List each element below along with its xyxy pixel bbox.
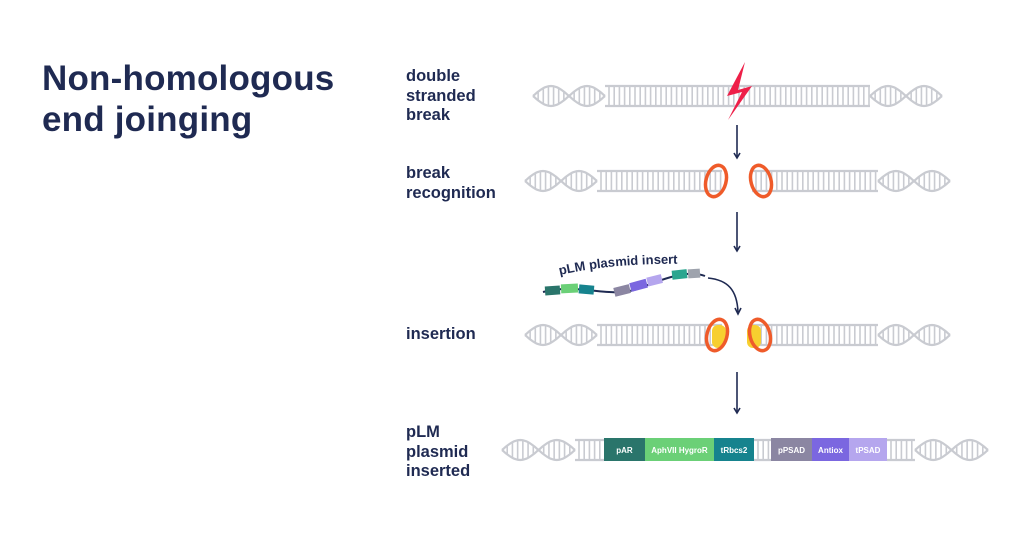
dna-row-recognition <box>524 163 951 199</box>
arrow-3 <box>733 372 741 415</box>
insert-block <box>544 285 561 296</box>
dna-row-break <box>532 62 943 120</box>
dna-strand-left <box>524 169 722 193</box>
step-label-double-stranded-break: double stranded break <box>406 67 476 124</box>
dna-row-inserted: pAR AphVII HygroR tRbcs2 pPSAD Antiox tPSAD <box>501 438 989 462</box>
segment-label: AphVII HygroR <box>651 446 708 455</box>
step-label-plasmid-inserted: pLM plasmid inserted <box>406 423 471 480</box>
step-label-insertion: insertion <box>406 325 476 343</box>
segment-label: pAR <box>616 446 633 455</box>
ku-protein-left <box>704 317 730 353</box>
plasmid-insert: pLM plasmid insert <box>542 252 742 316</box>
insert-arrow <box>707 277 739 313</box>
plasmid-segment-bar: pAR AphVII HygroR tRbcs2 pPSAD Antiox tPSAD <box>604 438 887 461</box>
dna-strand-right <box>752 323 951 347</box>
arrow-1 <box>733 125 741 160</box>
break-bolt-icon <box>727 62 752 120</box>
insert-block <box>613 284 631 297</box>
segment-trbcs2 <box>714 438 754 461</box>
segment-par <box>604 438 645 461</box>
page-title: Non-homologous end joinging <box>42 59 335 139</box>
dna-strand <box>501 438 989 462</box>
insert-block <box>629 278 648 292</box>
segment-label: tPSAD <box>856 446 881 455</box>
segment-aphvii-hygror <box>645 438 714 461</box>
step-label-break-recognition: break recognition <box>406 164 496 202</box>
insert-block <box>578 284 595 295</box>
insert-block <box>687 268 701 279</box>
insert-caption: pLM plasmid insert <box>557 252 678 278</box>
segment-label: tRbcs2 <box>721 446 748 455</box>
insert-block <box>646 274 663 287</box>
segment-label: Antiox <box>818 446 843 455</box>
insert-protein-left <box>712 325 726 348</box>
dna-row-insertion <box>524 317 951 353</box>
segment-antiox <box>812 438 849 461</box>
ku-protein-right <box>748 163 774 199</box>
insert-block <box>671 269 688 280</box>
insert-arrow-head <box>734 307 742 316</box>
insert-block <box>560 283 579 294</box>
dna-strand-left <box>524 323 722 347</box>
ku-protein-left <box>703 163 729 199</box>
segment-label: pPSAD <box>778 446 805 455</box>
segment-tpsad <box>849 438 887 461</box>
dna-strand-right <box>752 169 951 193</box>
arrow-2 <box>733 212 741 253</box>
segment-ppsad <box>771 438 812 461</box>
ku-protein-right <box>747 317 773 353</box>
